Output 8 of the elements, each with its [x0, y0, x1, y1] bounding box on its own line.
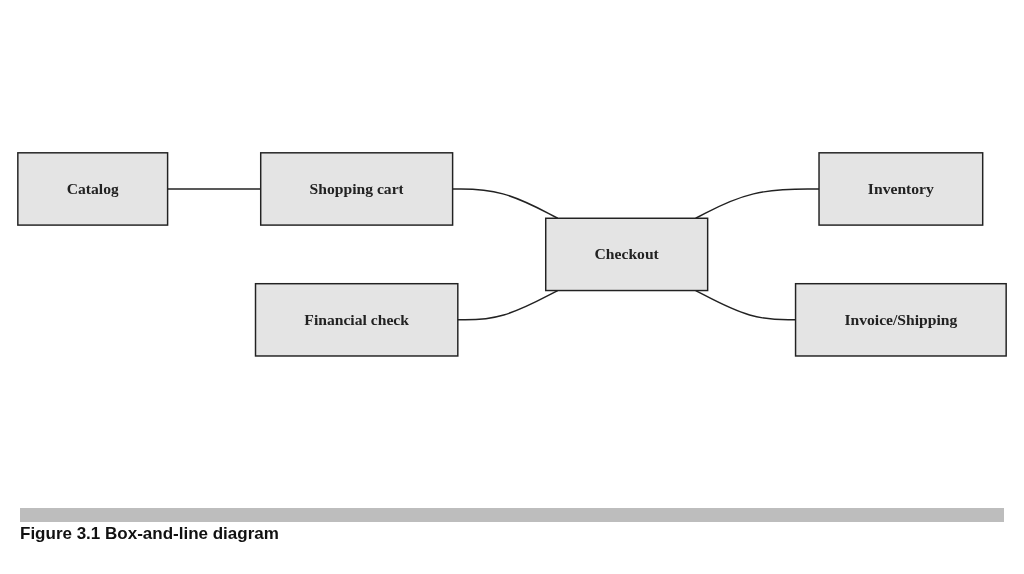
- node-box: Shopping cart: [259, 151, 454, 226]
- node-box: Catalog: [17, 151, 169, 226]
- connector: [457, 289, 559, 321]
- figure-caption: Figure 3.1 Box-and-line diagram: [20, 508, 1004, 544]
- node-box: Invoice/Shipping: [794, 282, 1007, 357]
- node-box: Inventory: [818, 151, 984, 226]
- node-box: Financial check: [254, 282, 459, 357]
- node-box: Checkout: [545, 217, 709, 291]
